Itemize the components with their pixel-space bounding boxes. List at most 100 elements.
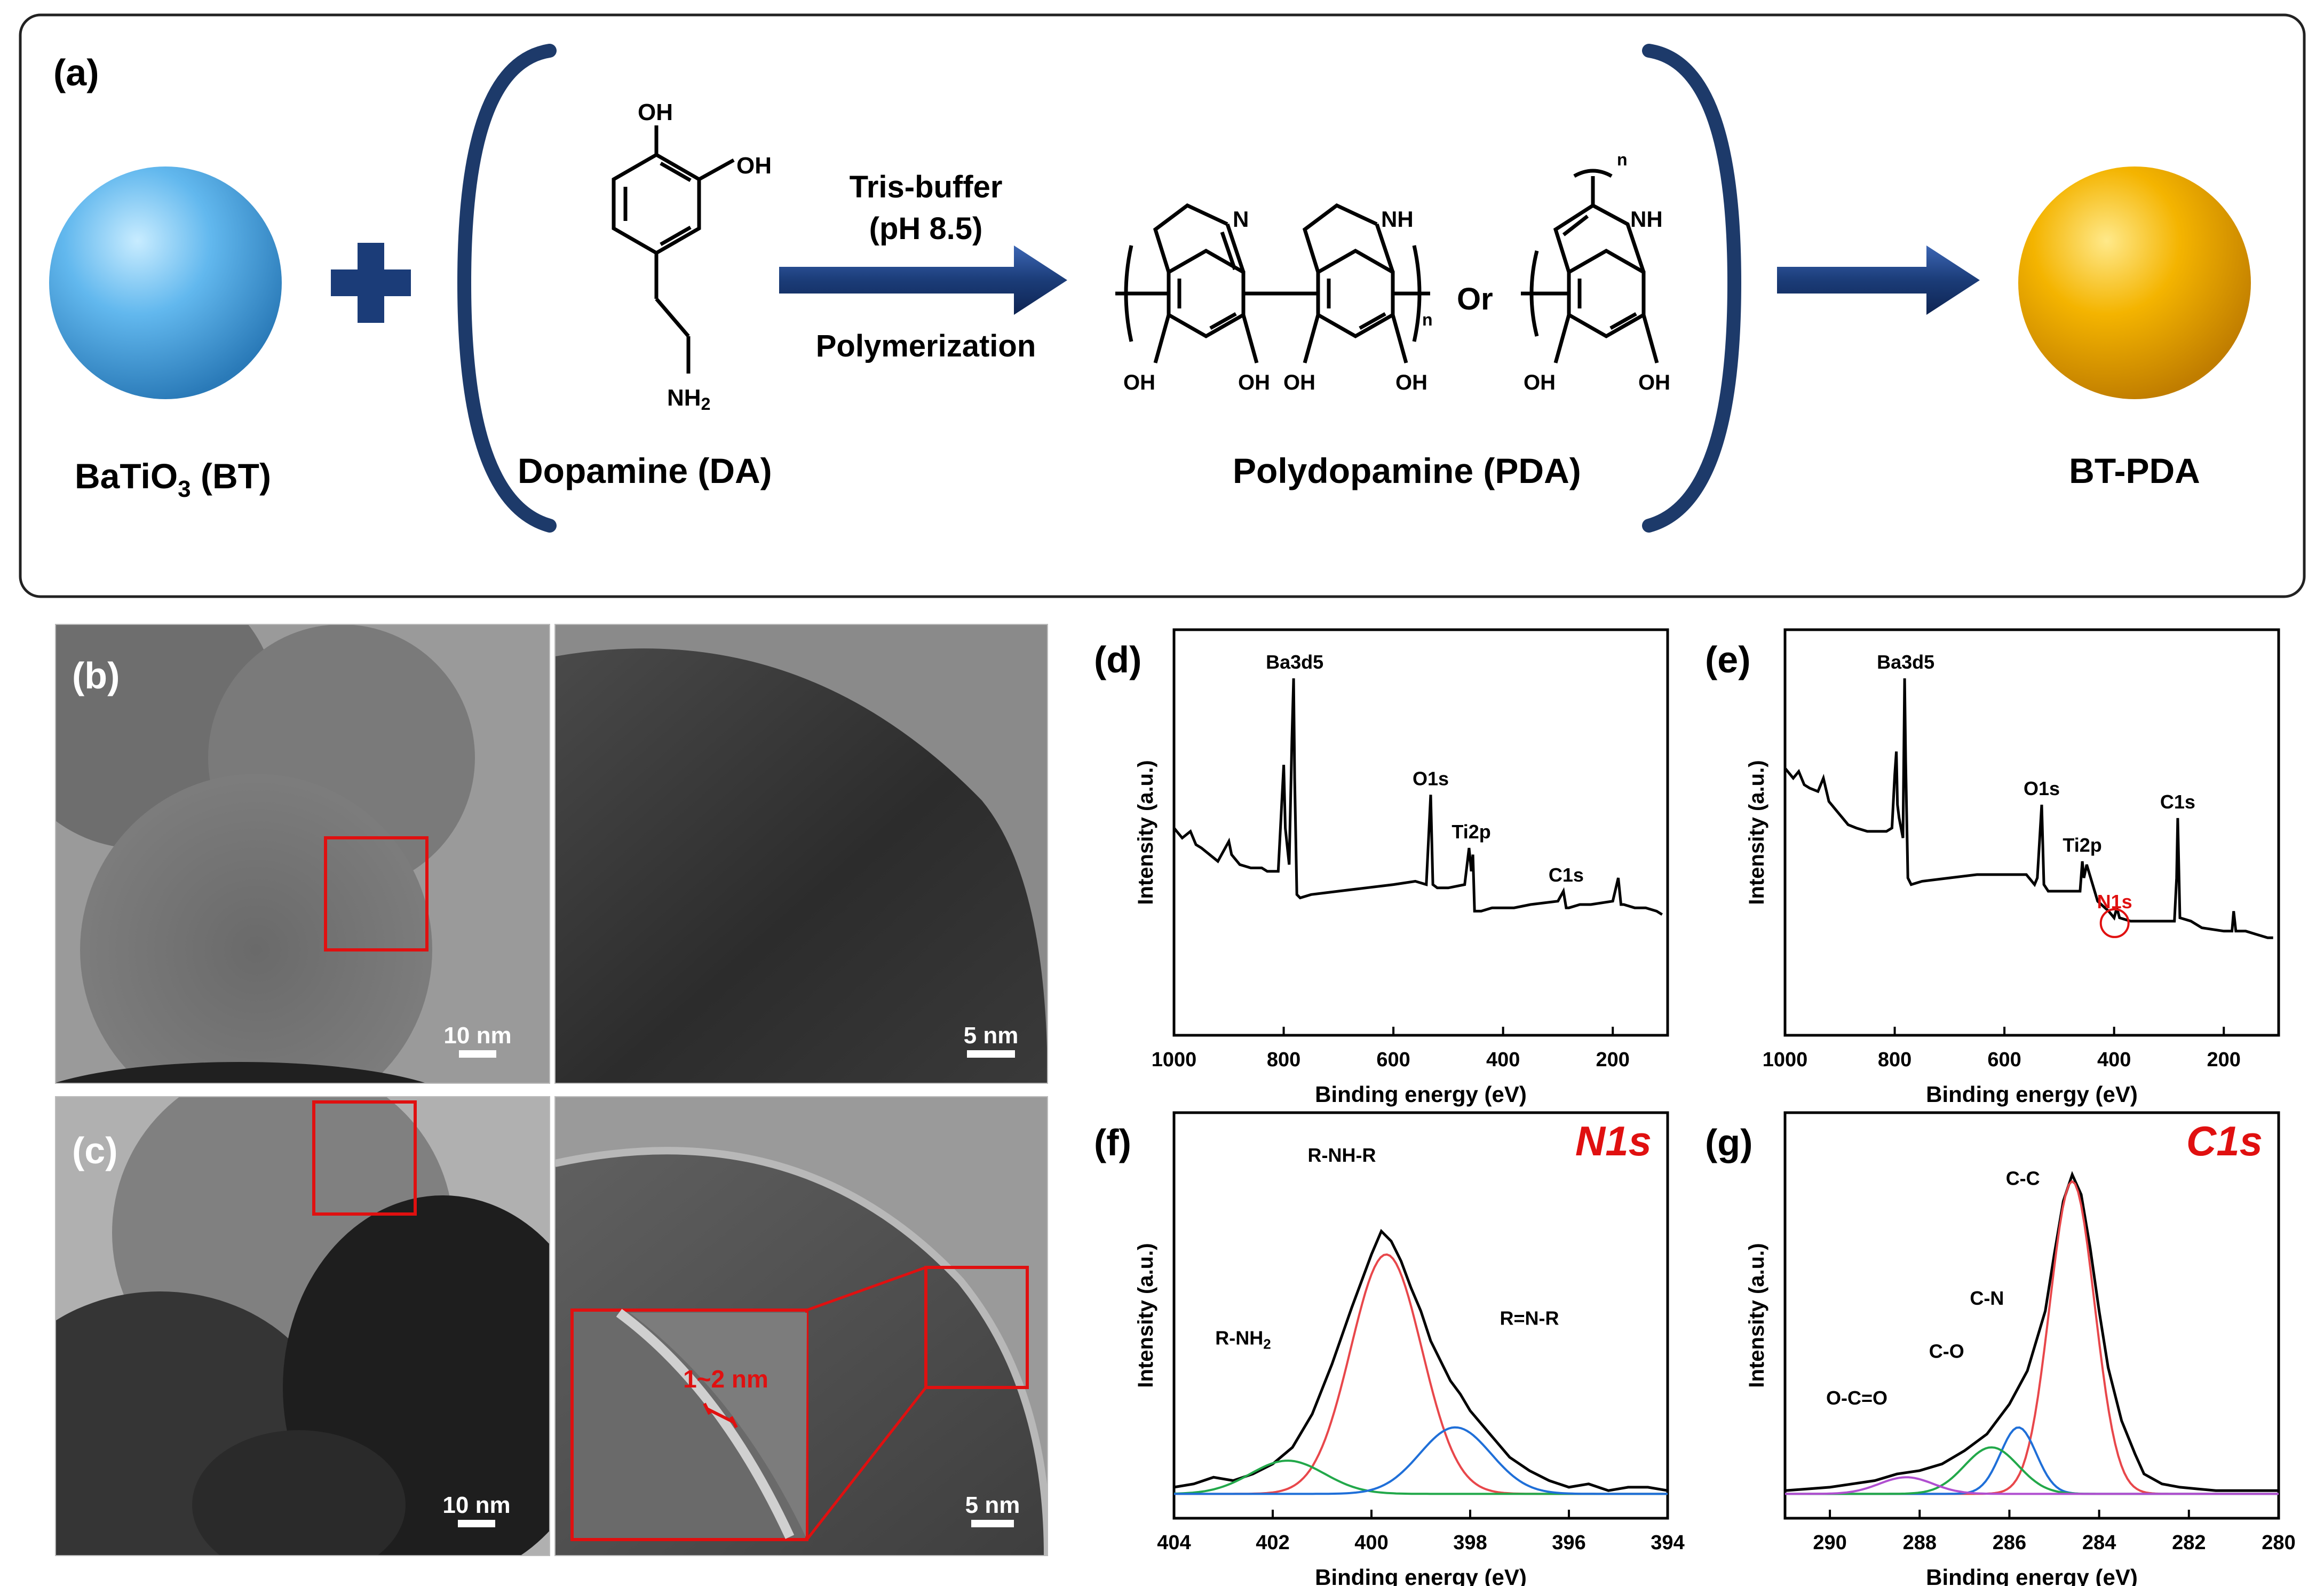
annotation-d-3: C1s xyxy=(1549,864,1584,886)
x-tick-label-f-1: 402 xyxy=(1256,1532,1289,1554)
x-tick-label-d-2: 600 xyxy=(1376,1049,1410,1071)
pda-label: Polydopamine (PDA) xyxy=(1233,451,1581,490)
x-tick-label-e-4: 200 xyxy=(2207,1049,2241,1071)
tem-c-left-frame xyxy=(55,1096,550,1556)
btpda-label: BT-PDA xyxy=(2069,451,2200,490)
annotation-d-0: Ba3d5 xyxy=(1266,651,1323,673)
series-d-0 xyxy=(1173,678,1663,916)
scheme-panel: (a) BaTiO3 (BT) OH OH NH2 Dopamine (DA) xyxy=(19,13,2306,598)
arrow-text-tris: Tris-buffer xyxy=(850,170,1003,204)
scheme-frame xyxy=(19,13,2306,598)
dopamine-label: Dopamine (DA) xyxy=(518,451,772,490)
annotation-g-3: O-C=O xyxy=(1826,1387,1887,1409)
btpda-sphere xyxy=(2018,166,2251,399)
dopamine-oh2: OH xyxy=(736,153,772,179)
arrow-text-polymerization: Polymerization xyxy=(816,329,1036,363)
pda-structure-indole xyxy=(1521,169,1659,363)
arrow-text-ph: (pH 8.5) xyxy=(869,211,983,246)
x-tick-label-e-2: 600 xyxy=(1987,1049,2021,1071)
x-tick-label-f-0: 404 xyxy=(1157,1532,1191,1554)
panel-label-b: (b) xyxy=(72,655,120,696)
thickness-marker xyxy=(703,1402,738,1429)
pda-sub-n2: n xyxy=(1617,150,1628,169)
x-tick-label-g-4: 282 xyxy=(2172,1532,2206,1554)
plus-icon xyxy=(331,243,411,323)
plot-frame-e xyxy=(1783,628,2280,1037)
x-tick-label-f-4: 396 xyxy=(1552,1532,1585,1554)
annotation-g-0: C-C xyxy=(2006,1168,2040,1190)
annotation-e-0: Ba3d5 xyxy=(1877,651,1934,673)
dopamine-oh1: OH xyxy=(638,99,673,125)
dopamine-nh2: NH2 xyxy=(667,385,710,414)
series-f-r-n-r xyxy=(1174,1426,1668,1495)
pda-oh-5: OH xyxy=(1524,371,1556,394)
tem-b-roi xyxy=(324,836,429,951)
panel-label-c: (c) xyxy=(72,1130,118,1171)
annotation-g-1: C-N xyxy=(1970,1287,2004,1309)
x-tick-label-d-1: 800 xyxy=(1267,1049,1300,1071)
pda-nh-right: NH xyxy=(1630,207,1663,232)
right-bracket xyxy=(1642,44,1742,533)
bt-label: BaTiO3 (BT) xyxy=(75,456,271,502)
pda-nh-mid: NH xyxy=(1381,207,1414,232)
pda-oh-6: OH xyxy=(1638,371,1670,394)
series-g-c-c xyxy=(1785,1179,2279,1495)
panel-label-a: (a) xyxy=(53,52,99,93)
pda-structure-dimer xyxy=(1115,203,1430,363)
tem-panel-c: (c) 10 nm 1~2 nm 5 nm xyxy=(55,1096,1048,1556)
annotation-f-1: R-NH2 xyxy=(1215,1327,1271,1352)
annotation-e-4: C1s xyxy=(2160,791,2195,813)
panel-label-e: (e) xyxy=(1705,639,1751,680)
tem-c-roi-right xyxy=(924,1266,1029,1389)
chart-title-g: C1s xyxy=(2186,1117,2263,1164)
annotation-d-2: Ti2p xyxy=(1451,821,1490,843)
x-tick-label-f-2: 400 xyxy=(1354,1532,1388,1554)
tem-b-left-frame xyxy=(55,624,550,1084)
plot-frame-d xyxy=(1172,628,1669,1037)
scale-b-right: 5 nm xyxy=(964,1022,1019,1049)
annotation-f-2: R=N-R xyxy=(1500,1307,1559,1329)
bt-sphere xyxy=(49,166,282,399)
annotation-e-2: Ti2p xyxy=(2063,834,2101,856)
plot-frame-g xyxy=(1783,1111,2280,1520)
series-g-o-c-o xyxy=(1785,1476,2279,1495)
pda-sub-n1: n xyxy=(1422,310,1433,329)
panel-label-f: (f) xyxy=(1094,1122,1131,1163)
output-arrow xyxy=(1777,245,1980,315)
panel-label-g: (g) xyxy=(1705,1122,1752,1163)
x-tick-label-g-5: 280 xyxy=(2262,1532,2295,1554)
series-f-r-nh2 xyxy=(1173,1460,1668,1495)
annotation-d-1: O1s xyxy=(1413,767,1449,789)
x-tick-label-g-1: 288 xyxy=(1903,1532,1937,1554)
x-tick-label-g-2: 286 xyxy=(1993,1532,2026,1554)
chart-title-f: N1s xyxy=(1575,1117,1652,1164)
x-tick-label-e-1: 800 xyxy=(1878,1049,1911,1071)
annotation-g-2: C-O xyxy=(1929,1341,1964,1362)
series-e-0 xyxy=(1784,678,2273,939)
x-axis-label-d: Binding energy (eV) xyxy=(1315,1082,1527,1107)
x-tick-label-e-0: 1000 xyxy=(1763,1049,1808,1071)
x-axis-label-e: Binding energy (eV) xyxy=(1926,1082,2138,1107)
x-tick-label-d-3: 400 xyxy=(1486,1049,1520,1071)
scale-b-left: 10 nm xyxy=(443,1022,511,1049)
annotation-f-0: R-NH-R xyxy=(1308,1144,1376,1166)
pda-oh-1: OH xyxy=(1123,371,1155,394)
x-tick-label-g-3: 284 xyxy=(2082,1532,2116,1554)
pda-oh-4: OH xyxy=(1395,371,1427,394)
panel-label-d: (d) xyxy=(1094,639,1141,680)
or-text: Or xyxy=(1457,282,1493,316)
series-f-r-nh-r xyxy=(1174,1253,1668,1495)
tem-c-right-frame xyxy=(554,1096,1048,1556)
series-g-c-o xyxy=(1785,1446,2279,1495)
tem-panel-b: (b) 10 nm 5 nm xyxy=(55,624,1048,1084)
reaction-arrow xyxy=(779,245,1067,315)
dopamine-structure xyxy=(612,125,735,374)
x-tick-label-f-3: 398 xyxy=(1453,1532,1487,1554)
pda-oh-3: OH xyxy=(1283,371,1315,394)
inset-thickness: 1~2 nm xyxy=(683,1365,768,1393)
pda-oh-2: OH xyxy=(1238,371,1270,394)
